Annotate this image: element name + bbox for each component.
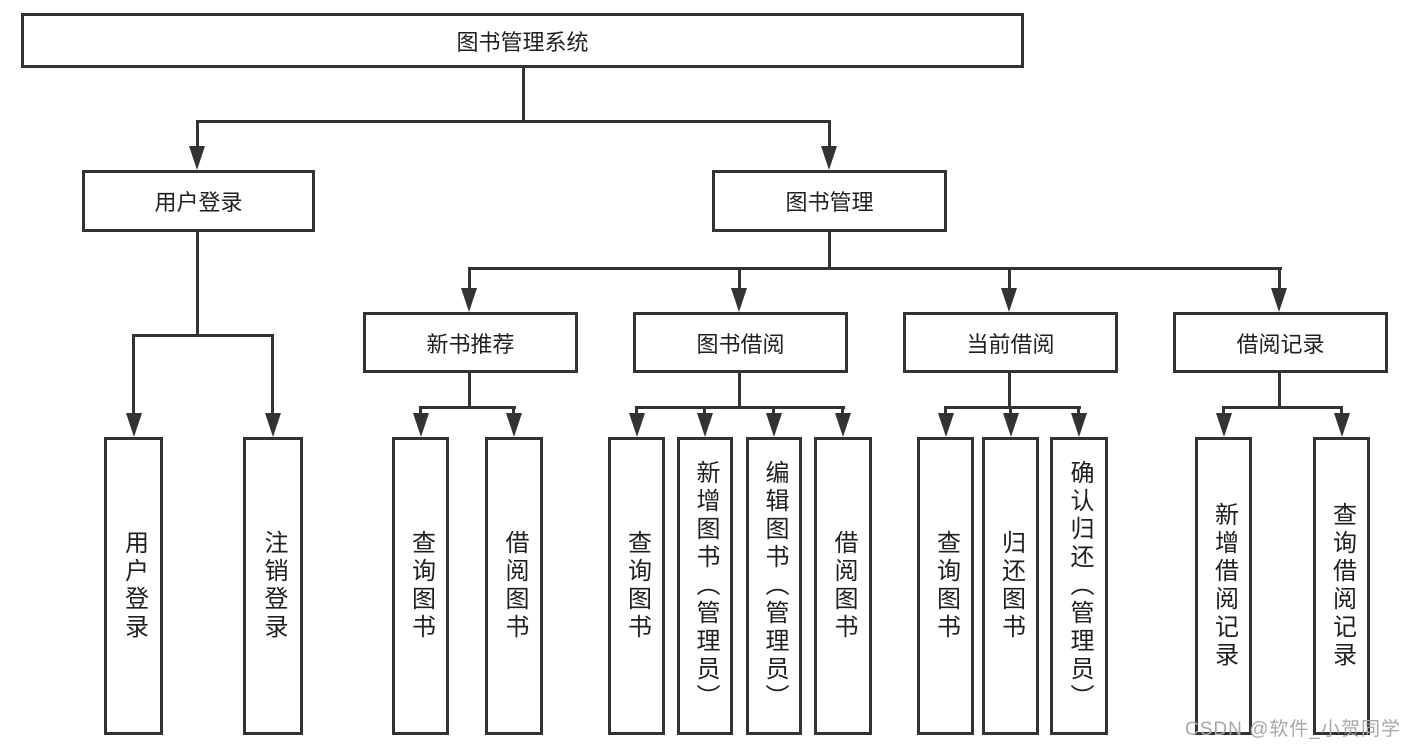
node-query-books-borrow: 查询图书 (608, 437, 665, 735)
connector-arrow-shaft (828, 120, 831, 148)
node-current-borrow: 当前借阅 (903, 312, 1118, 373)
node-library-system: 图书管理系统 (21, 13, 1024, 68)
node-borrow-books-leaf: 借阅图书 (814, 437, 872, 735)
arrow-down-icon (265, 413, 281, 437)
arrow-down-icon (731, 288, 747, 312)
node-label: 图书管理系统 (456, 29, 589, 55)
node-label: 新增借阅记录 (1210, 502, 1238, 670)
connector-level2-branch (196, 120, 831, 123)
connector-section-branch (944, 406, 1081, 409)
arrow-down-icon (126, 413, 142, 437)
arrow-down-icon (766, 413, 782, 437)
node-label: 查询图书 (932, 530, 960, 642)
connector-arrow-shaft (1340, 406, 1343, 415)
node-user-login-leaf: 用户登录 (104, 437, 163, 735)
node-book-borrow: 图书借阅 (633, 312, 848, 373)
arrow-down-icon (1271, 288, 1287, 312)
node-label: 归还图书 (997, 530, 1025, 642)
connector-arrow-shaft (772, 406, 775, 415)
arrow-down-icon (1071, 413, 1087, 437)
node-label: 查询图书 (623, 530, 651, 642)
connector-arrow-shaft (635, 406, 638, 415)
connector-arrow-shaft (738, 267, 741, 291)
node-add-book-admin: 新增图书（管理员） (677, 437, 733, 735)
connector-section-branch (635, 406, 845, 409)
node-user-login: 用户登录 (82, 170, 315, 232)
node-borrow-records: 借阅记录 (1173, 312, 1388, 373)
node-label: 当前借阅 (966, 331, 1055, 357)
node-confirm-return-admin: 确认归还（管理员） (1050, 437, 1108, 735)
node-label: 图书借阅 (696, 331, 785, 357)
connector-arrow-shaft (196, 120, 199, 148)
connector-user-login-drop (196, 232, 199, 337)
connector-arrow-shaft (271, 334, 274, 415)
connector-book-mgmt-drop (828, 232, 831, 270)
node-label: 查询借阅记录 (1328, 502, 1356, 670)
node-label: 编辑图书（管理员） (761, 460, 788, 712)
connector-arrow-shaft (841, 406, 844, 415)
node-query-borrow-record: 查询借阅记录 (1313, 437, 1370, 735)
connector-arrow-shaft (468, 267, 471, 291)
node-label: 查询图书 (407, 530, 435, 642)
connector-arrow-shaft (944, 406, 947, 415)
arrow-down-icon (1334, 413, 1350, 437)
connector-section-drop (1278, 371, 1281, 409)
csdn-watermark: CSDN @软件_小贺同学 (1185, 719, 1401, 740)
connector-arrow-shaft (1008, 267, 1011, 291)
arrow-down-icon (461, 288, 477, 312)
arrow-down-icon (189, 146, 205, 170)
node-label: 新书推荐 (426, 331, 515, 357)
arrow-down-icon (821, 146, 837, 170)
connector-arrow-shaft (132, 334, 135, 415)
arrow-down-icon (1001, 288, 1017, 312)
connector-arrow-shaft (512, 406, 515, 415)
node-book-management: 图书管理 (712, 170, 947, 232)
node-add-borrow-record: 新增借阅记录 (1195, 437, 1252, 735)
connector-arrow-shaft (1077, 406, 1080, 415)
node-query-books-current: 查询图书 (917, 437, 974, 735)
node-return-book: 归还图书 (982, 437, 1039, 735)
node-label: 图书管理 (785, 190, 874, 215)
arrow-down-icon (413, 413, 429, 437)
arrow-down-icon (1003, 413, 1019, 437)
connector-level3-branch (468, 267, 1282, 270)
arrow-down-icon (938, 413, 954, 437)
node-label: 借阅记录 (1236, 331, 1325, 357)
node-label: 用户登录 (120, 530, 148, 642)
node-logout-leaf: 注销登录 (243, 437, 303, 735)
arrow-down-icon (1216, 413, 1232, 437)
connector-section-drop (738, 371, 741, 409)
connector-arrow-shaft (1009, 406, 1012, 415)
node-new-book-recommend: 新书推荐 (363, 312, 578, 373)
node-query-books-recommend: 查询图书 (392, 437, 449, 735)
connector-arrow-shaft (1222, 406, 1225, 415)
node-label: 新增图书（管理员） (692, 460, 719, 712)
node-edit-book-admin: 编辑图书（管理员） (746, 437, 802, 735)
node-borrow-books-recommend: 借阅图书 (485, 437, 543, 735)
connector-section-drop (1008, 371, 1011, 409)
connector-arrow-shaft (703, 406, 706, 415)
arrow-down-icon (506, 413, 522, 437)
connector-arrow-shaft (1278, 267, 1281, 291)
connector-section-branch (1222, 406, 1342, 409)
node-label: 确认归还（管理员） (1066, 460, 1093, 712)
arrow-down-icon (835, 413, 851, 437)
arrow-down-icon (629, 413, 645, 437)
connector-section-drop (468, 371, 471, 409)
connector-arrow-shaft (419, 406, 422, 415)
node-label: 用户登录 (154, 190, 243, 215)
node-label: 借阅图书 (830, 530, 857, 642)
node-label: 注销登录 (260, 530, 287, 642)
node-label: 借阅图书 (501, 530, 528, 642)
connector-root-drop (522, 68, 525, 122)
connector-section-branch (419, 406, 516, 409)
arrow-down-icon (697, 413, 713, 437)
connector-user-login-branch (132, 334, 274, 337)
